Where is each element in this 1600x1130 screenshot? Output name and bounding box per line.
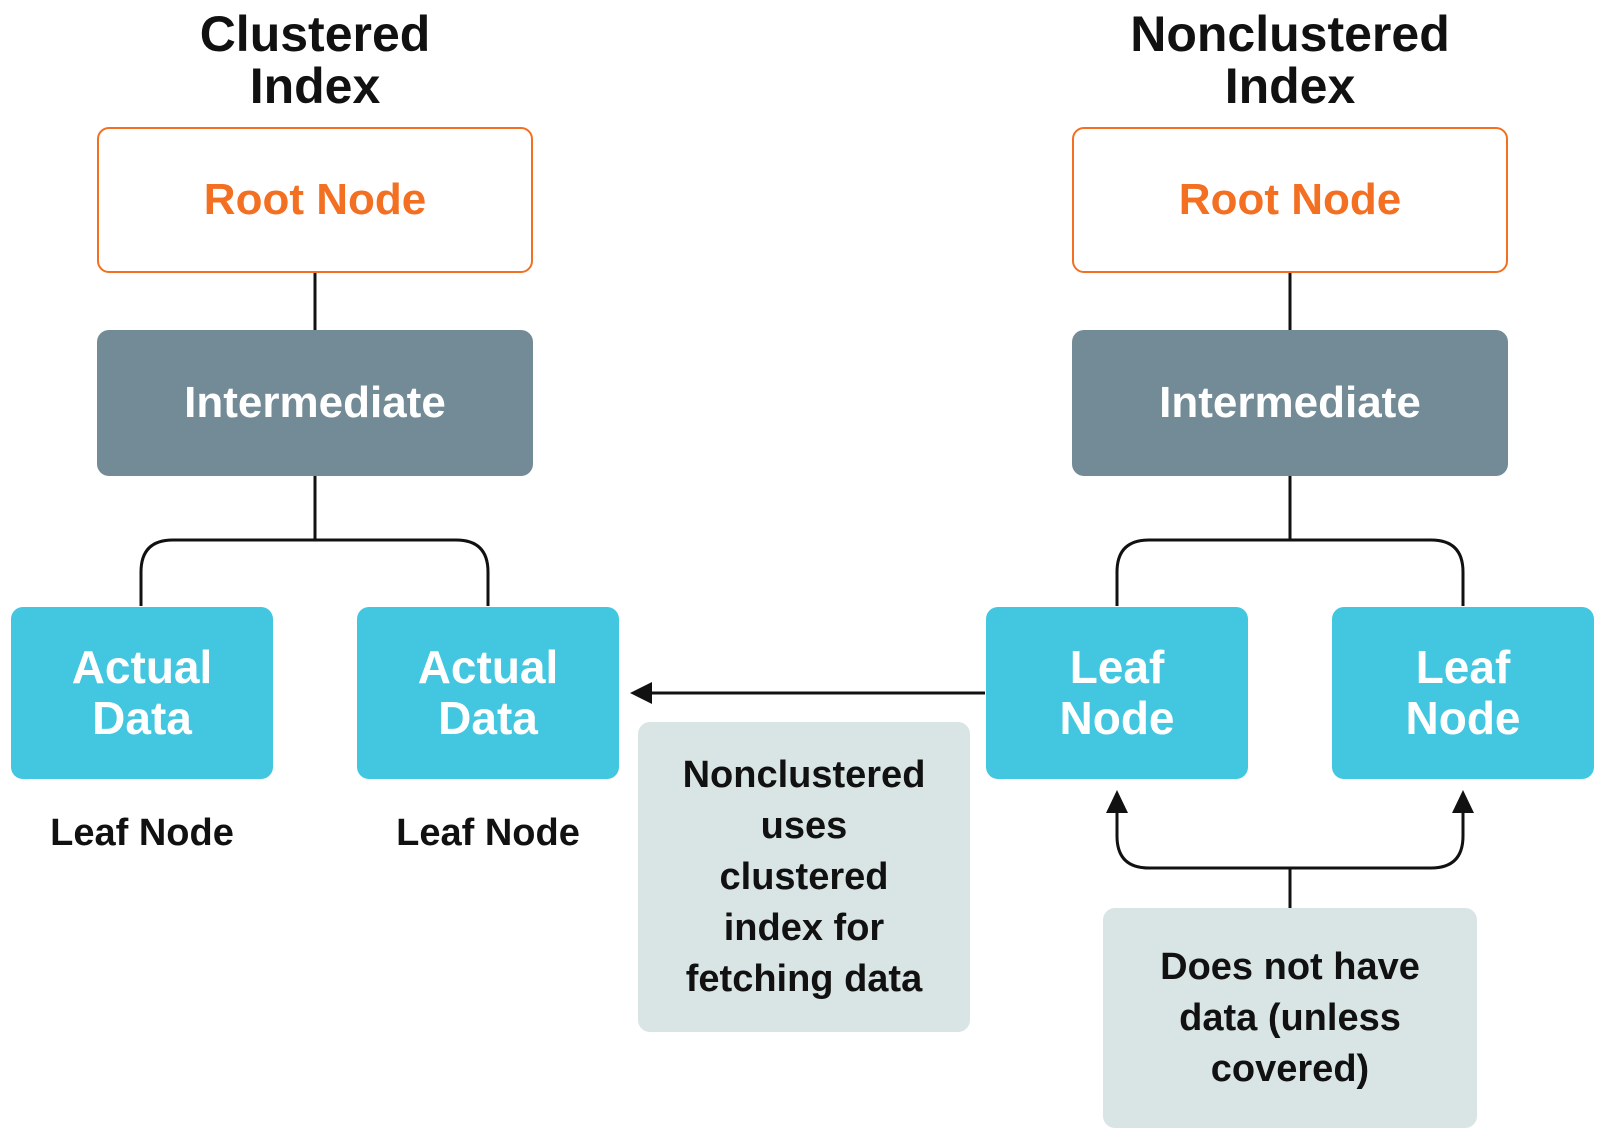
lookup-note-line: index for: [723, 906, 885, 949]
nonclustered-leaf-node-left: Leaf Node: [986, 607, 1248, 779]
nonclustered-title-line1: Nonclustered: [1130, 6, 1450, 62]
clustered-intermediate-node: Intermediate: [97, 330, 533, 476]
clustered-data-right-line1: Actual: [417, 641, 559, 693]
nonclustered-index-title: Nonclustered Index: [1040, 8, 1540, 112]
nonclustered-leaf-right-line1: Leaf: [1415, 641, 1511, 693]
clustered-index-title: Clustered Index: [65, 8, 565, 112]
clustered-title-line1: Clustered: [199, 6, 431, 62]
clustered-data-left-line2: Data: [92, 692, 192, 744]
nonclustered-leaf-node-right: Leaf Node: [1332, 607, 1594, 779]
clustered-data-left-line1: Actual: [71, 641, 213, 693]
nonclustered-title-line2: Index: [1224, 58, 1356, 114]
lookup-note: Nonclustered uses clustered index for fe…: [638, 722, 970, 1032]
nonclustered-leaf-left-line2: Node: [1059, 692, 1175, 744]
clustered-root-node: Root Node: [97, 127, 533, 273]
nonclustered-branch-line: [1115, 538, 1465, 606]
lookup-note-line: uses: [760, 804, 848, 847]
nonclustered-root-node: Root Node: [1072, 127, 1508, 273]
clustered-title-line2: Index: [249, 58, 381, 114]
lookup-note-line: Nonclustered: [682, 753, 926, 796]
clustered-leaf-caption-right: Leaf Node: [396, 812, 580, 854]
clustered-leaf-caption-left: Leaf Node: [50, 812, 234, 854]
clustered-data-right-line2: Data: [438, 692, 538, 744]
no-data-note-line: Does not have: [1160, 945, 1420, 988]
nonclustered-intermediate-node: Intermediate: [1072, 330, 1508, 476]
no-data-pointer-lines: [1115, 812, 1465, 908]
lookup-arrowhead: [630, 682, 652, 704]
nonclustered-leaf-right-line2: Node: [1405, 692, 1521, 744]
nonclustered-leaf-left-line1: Leaf: [1069, 641, 1165, 693]
clustered-actual-data-left: Actual Data: [11, 607, 273, 779]
no-data-arrowhead-right: [1452, 790, 1474, 813]
no-data-note: Does not have data (unless covered): [1103, 908, 1477, 1128]
no-data-arrowhead-left: [1106, 790, 1128, 813]
lookup-note-line: clustered: [719, 855, 889, 898]
no-data-note-line: data (unless: [1179, 996, 1401, 1039]
clustered-actual-data-right: Actual Data: [357, 607, 619, 779]
clustered-branch-line: [139, 538, 490, 606]
no-data-note-line: covered): [1210, 1047, 1370, 1090]
lookup-note-line: fetching data: [685, 957, 923, 1000]
